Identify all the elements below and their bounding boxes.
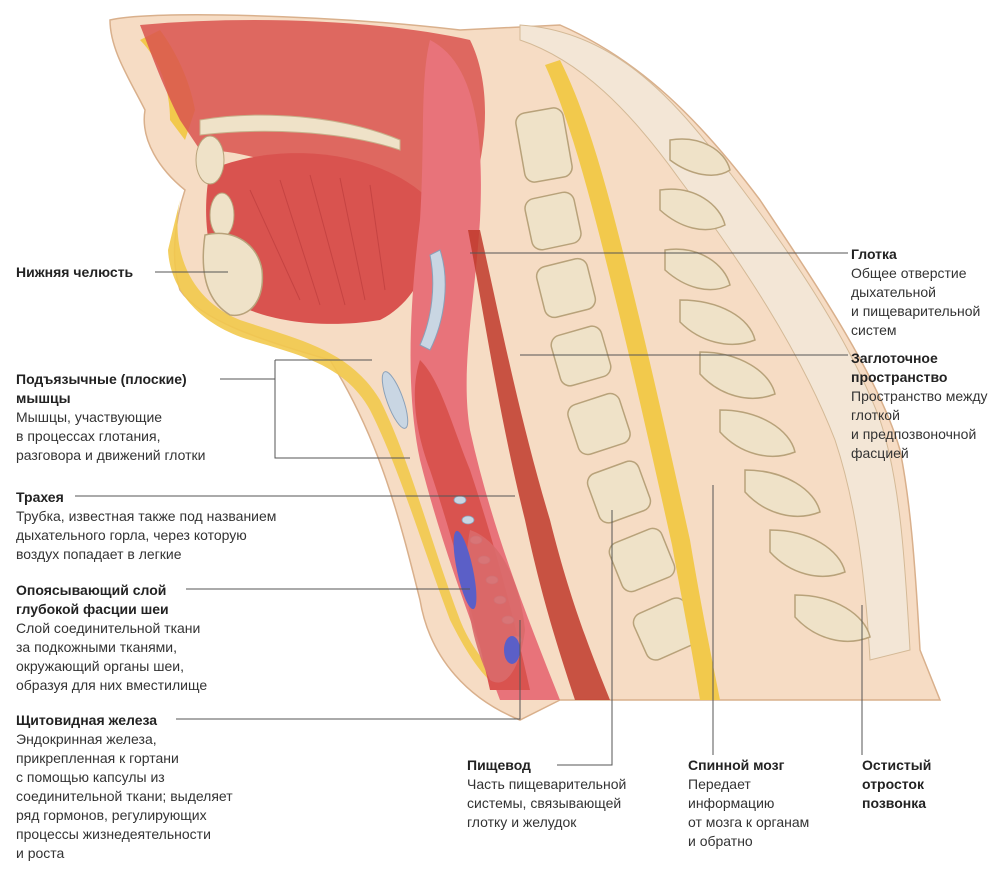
- lower-tooth: [209, 192, 235, 238]
- label-retro-title: Заглоточное пространство: [851, 350, 948, 385]
- label-investing-fascia: Опоясывающий слой глубокой фасции шеи Сл…: [16, 581, 207, 695]
- vein: [453, 530, 477, 610]
- label-mandible-title: Нижняя челюсть: [16, 264, 134, 280]
- mandible: [202, 232, 264, 316]
- spinous-processes: [659, 138, 871, 642]
- label-esophagus-desc: Часть пищеварительной системы, связывающ…: [467, 776, 627, 830]
- label-thyroid: Щитовидная железа Эндокринная железа, пр…: [16, 711, 233, 863]
- label-cord-title: Спинной мозг: [688, 757, 785, 773]
- label-trachea: Трахея Трубка, известная также под назва…: [16, 488, 276, 564]
- pharynx-tube: [410, 40, 560, 700]
- vertebrae: [515, 107, 700, 661]
- label-hyoid-desc: Мышцы, участвующие в процессах глотания,…: [16, 409, 206, 463]
- leader-lines: [75, 252, 863, 766]
- hyoid-cartilage: [381, 371, 409, 429]
- upper-tooth: [195, 135, 225, 185]
- label-trachea-title: Трахея: [16, 489, 64, 505]
- label-hyoid-muscles: Подъязычные (плоские) мышцы Мышцы, участ…: [16, 370, 205, 465]
- label-hyoid-title: Подъязычные (плоские) мышцы: [16, 371, 187, 406]
- label-mandible: Нижняя челюсть: [16, 263, 133, 282]
- label-trachea-desc: Трубка, известная также под названием ды…: [16, 508, 277, 562]
- label-pharynx-title: Глотка: [851, 246, 897, 262]
- vein-2: [504, 636, 520, 664]
- epiglottis: [419, 249, 446, 351]
- label-retropharyngeal: Заглоточное пространство Пространство ме…: [851, 349, 988, 463]
- esophagus: [468, 230, 610, 700]
- label-pharynx: Глотка Общее отверстие дыхательной и пищ…: [851, 245, 980, 340]
- label-thyroid-title: Щитовидная железа: [16, 712, 158, 728]
- spinal-cord: [545, 60, 720, 700]
- label-esophagus: Пищевод Часть пищеварительной системы, с…: [467, 756, 626, 832]
- label-retro-desc: Пространство между глоткой и предпозвоно…: [851, 388, 988, 461]
- label-spinous-title: Остистый отросток позвонка: [862, 757, 932, 811]
- label-cord-desc: Передает информацию от мозга к органам и…: [688, 776, 810, 849]
- label-fascia-title: Опоясывающий слой глубокой фасции шеи: [16, 582, 169, 617]
- label-fascia-desc: Слой соединительной ткани за подкожными …: [16, 620, 208, 693]
- label-pharynx-desc: Общее отверстие дыхательной и пищеварите…: [851, 265, 981, 338]
- label-thyroid-desc: Эндокринная железа, прикрепленная к горт…: [16, 731, 233, 861]
- label-esophagus-title: Пищевод: [467, 757, 531, 773]
- hard-palate: [199, 114, 401, 151]
- label-spinous-process: Остистый отросток позвонка: [862, 756, 931, 813]
- label-spinal-cord: Спинной мозг Передает информацию от мозг…: [688, 756, 809, 851]
- tongue-fibers: [249, 174, 386, 306]
